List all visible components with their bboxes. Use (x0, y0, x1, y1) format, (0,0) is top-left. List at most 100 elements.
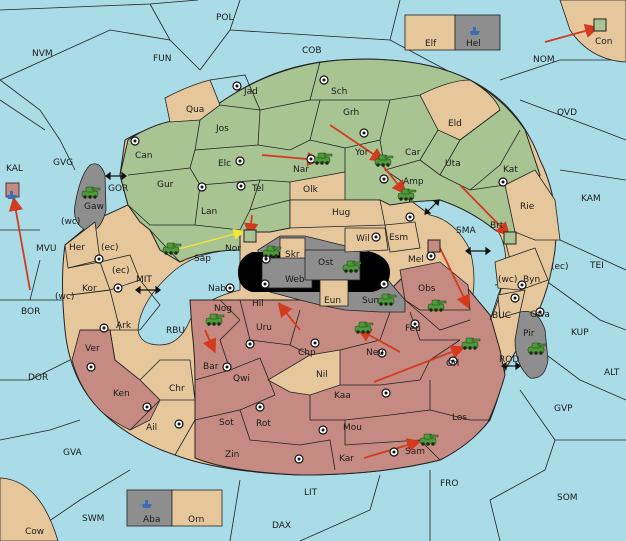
label-rod: ROD (499, 355, 519, 365)
label-ec-3: (ec) (112, 266, 130, 276)
label-alt: ALT (604, 368, 620, 378)
units (7, 18, 607, 508)
province-orn[interactable] (171, 489, 223, 527)
unit-marker-nor[interactable] (243, 229, 257, 243)
region-red-west (71, 329, 161, 431)
label-can: Can (135, 151, 153, 161)
label-esm: Esm (389, 233, 408, 243)
label-neu: Neu (366, 348, 384, 358)
label-mvu: MVU (36, 244, 57, 254)
label-mit: MIT (136, 275, 152, 285)
label-web: Web (285, 275, 305, 285)
label-cow: Cow (25, 527, 44, 537)
label-gvg: GVG (53, 158, 73, 168)
label-ken: Ken (113, 389, 130, 399)
label-wc-1: (wc) (61, 217, 80, 227)
label-sun: Sun (362, 296, 379, 306)
unit-marker-con[interactable] (593, 18, 607, 32)
label-chp: Chp (298, 348, 316, 358)
label-jad: Jad (243, 87, 258, 97)
labels: POL COB NVM FUN NOM OVD KAL GVG KAM TEI … (6, 13, 620, 537)
label-bor: BOR (21, 307, 40, 317)
label-uru: Uru (256, 323, 272, 333)
label-som: SOM (557, 493, 578, 503)
fleet-icon[interactable] (142, 500, 152, 508)
label-nvm: NVM (32, 49, 53, 59)
label-kup: KUP (571, 328, 589, 338)
label-dor: DOR (28, 373, 48, 383)
label-elf: Elf (425, 39, 437, 49)
label-hug: Hug (332, 208, 350, 218)
label-hel: Hel (466, 39, 481, 49)
label-gva: GVA (63, 448, 83, 458)
region-red (189, 264, 506, 476)
label-nil: Nil (316, 370, 328, 380)
label-qua: Qua (186, 105, 204, 115)
label-olk: Olk (303, 185, 319, 195)
label-sot: Sot (219, 418, 234, 428)
label-gur: Gur (157, 180, 174, 190)
label-qwi: Qwi (233, 374, 250, 384)
label-amp: Amp (403, 177, 424, 187)
fleet-icon[interactable] (470, 27, 480, 35)
label-tei: TEI (589, 261, 604, 271)
label-con: Con (595, 37, 613, 47)
province-hel[interactable] (454, 14, 501, 51)
label-pol: POL (216, 13, 234, 23)
label-sch: Sch (331, 87, 347, 97)
province-byn[interactable] (494, 247, 549, 291)
label-rbu: RBU (166, 326, 185, 336)
label-elc: Elc (218, 159, 231, 169)
label-tel: Tel (251, 184, 264, 194)
label-eld: Eld (448, 119, 462, 129)
province-pir[interactable] (514, 311, 549, 379)
label-ost: Ost (318, 258, 334, 268)
label-sma: SMA (456, 226, 476, 236)
unit-marker-brt[interactable] (503, 231, 517, 245)
fleet-icon[interactable] (7, 191, 17, 199)
label-nar: Nar (293, 165, 309, 175)
label-kat: Kat (503, 165, 518, 175)
province-elf[interactable] (404, 14, 456, 51)
unit-marker-mel[interactable] (427, 239, 441, 253)
label-zin: Zin (225, 450, 239, 460)
label-dax: DAX (272, 521, 291, 531)
label-obs: Obs (418, 284, 436, 294)
label-cob: COB (302, 46, 322, 56)
province-esm[interactable] (384, 221, 421, 253)
label-gor: GOR (108, 184, 128, 194)
label-ec-2: (ec) (551, 262, 569, 272)
label-ec-1: (ec) (101, 243, 119, 253)
province-qua[interactable] (164, 79, 221, 123)
label-feu: Feu (405, 324, 421, 334)
label-los: Los (452, 413, 467, 423)
label-grh: Grh (343, 108, 359, 118)
label-swm: SWM (82, 514, 104, 524)
label-mou: Mou (343, 423, 362, 433)
label-ovd: OVD (557, 108, 577, 118)
province-web[interactable] (261, 257, 313, 289)
label-her: Her (69, 243, 85, 253)
label-nor: Nor (225, 244, 241, 254)
label-hil: Hil (252, 299, 264, 309)
label-kar: Kar (339, 454, 354, 464)
label-car: Car (405, 148, 421, 158)
label-ail: Ail (146, 423, 157, 433)
label-pir: Pir (523, 329, 535, 339)
label-mel: Mel (408, 255, 424, 265)
label-wc-3: (wc) (55, 292, 74, 302)
passage-arrows (105, 171, 521, 371)
label-skr: Skr (285, 250, 300, 260)
label-orn: Orn (188, 515, 204, 525)
province-eun[interactable] (319, 279, 349, 307)
label-fro: FRO (440, 479, 459, 489)
label-wc-2: (wc) (498, 275, 517, 285)
label-rot: Rot (256, 419, 271, 429)
label-kal: KAL (6, 164, 23, 174)
label-byn: Byn (523, 275, 540, 285)
label-gwa: Gwa (530, 310, 550, 320)
label-wil: Wil (356, 234, 370, 244)
label-gaw: Gaw (84, 202, 104, 212)
